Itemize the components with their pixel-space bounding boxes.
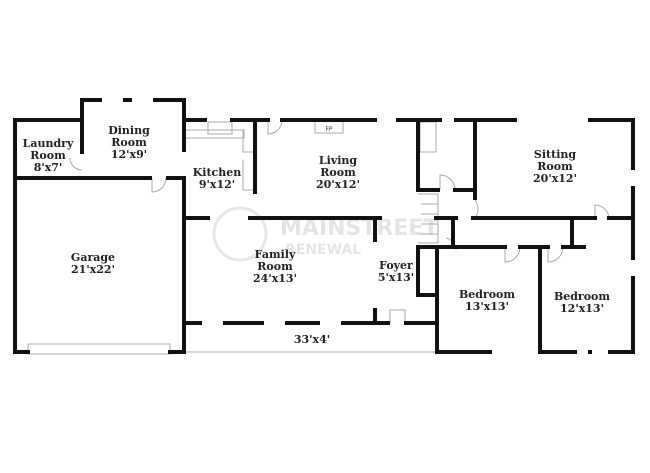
watermark: MAINSTREET RENEWAL (212, 206, 438, 262)
svg-text:Sitting: Sitting (534, 148, 576, 161)
room-dining: Dining Room 12'x9' (108, 124, 150, 161)
room-living: Living Room 20'x12' (316, 154, 360, 191)
fireplace-label: FP (325, 126, 332, 133)
svg-text:24'x13': 24'x13' (253, 272, 297, 285)
svg-text:8'x7': 8'x7' (34, 161, 63, 174)
svg-text:Dining: Dining (108, 124, 150, 137)
svg-text:20'x12': 20'x12' (316, 178, 360, 191)
room-sitting: Sitting Room 20'x12' (533, 148, 577, 185)
svg-text:Room: Room (257, 260, 293, 273)
watermark-line2: RENEWAL (285, 242, 361, 258)
room-laundry: Laundry Room 8'x7' (23, 137, 74, 174)
room-kitchen: Kitchen 9'x12' (193, 166, 242, 191)
svg-text:Bedroom: Bedroom (554, 290, 610, 303)
svg-text:33'x4': 33'x4' (294, 333, 330, 346)
svg-text:Room: Room (537, 160, 573, 173)
room-foyer: Foyer 5'x13' (378, 259, 414, 284)
watermark-line1: MAINSTREET (280, 216, 438, 241)
svg-text:5'x13': 5'x13' (378, 271, 414, 284)
svg-text:Foyer: Foyer (379, 259, 413, 272)
svg-text:9'x12': 9'x12' (199, 178, 235, 191)
svg-text:Room: Room (320, 166, 356, 179)
svg-text:20'x12': 20'x12' (533, 172, 577, 185)
svg-text:Room: Room (111, 136, 147, 149)
svg-text:Room: Room (30, 149, 66, 162)
room-family: Family Room 24'x13' (253, 248, 297, 285)
svg-text:Kitchen: Kitchen (193, 166, 242, 179)
room-bedroom-1: Bedroom 13'x13' (459, 288, 515, 313)
room-porch: 33'x4' (294, 333, 330, 346)
svg-text:13'x13': 13'x13' (465, 300, 509, 313)
svg-text:Family: Family (255, 248, 296, 261)
svg-text:Bedroom: Bedroom (459, 288, 515, 301)
svg-text:Laundry: Laundry (23, 137, 74, 150)
room-bedroom-2: Bedroom 12'x13' (554, 290, 610, 315)
watermark-logo-icon (212, 206, 268, 262)
room-garage: Garage 21'x22' (71, 251, 115, 276)
svg-text:21'x22': 21'x22' (71, 263, 115, 276)
svg-text:12'x13': 12'x13' (560, 302, 604, 315)
walls (13, 98, 635, 354)
svg-text:Living: Living (319, 154, 357, 167)
garage-door (27, 343, 171, 355)
svg-text:Garage: Garage (71, 251, 115, 264)
svg-text:12'x9': 12'x9' (111, 148, 147, 161)
